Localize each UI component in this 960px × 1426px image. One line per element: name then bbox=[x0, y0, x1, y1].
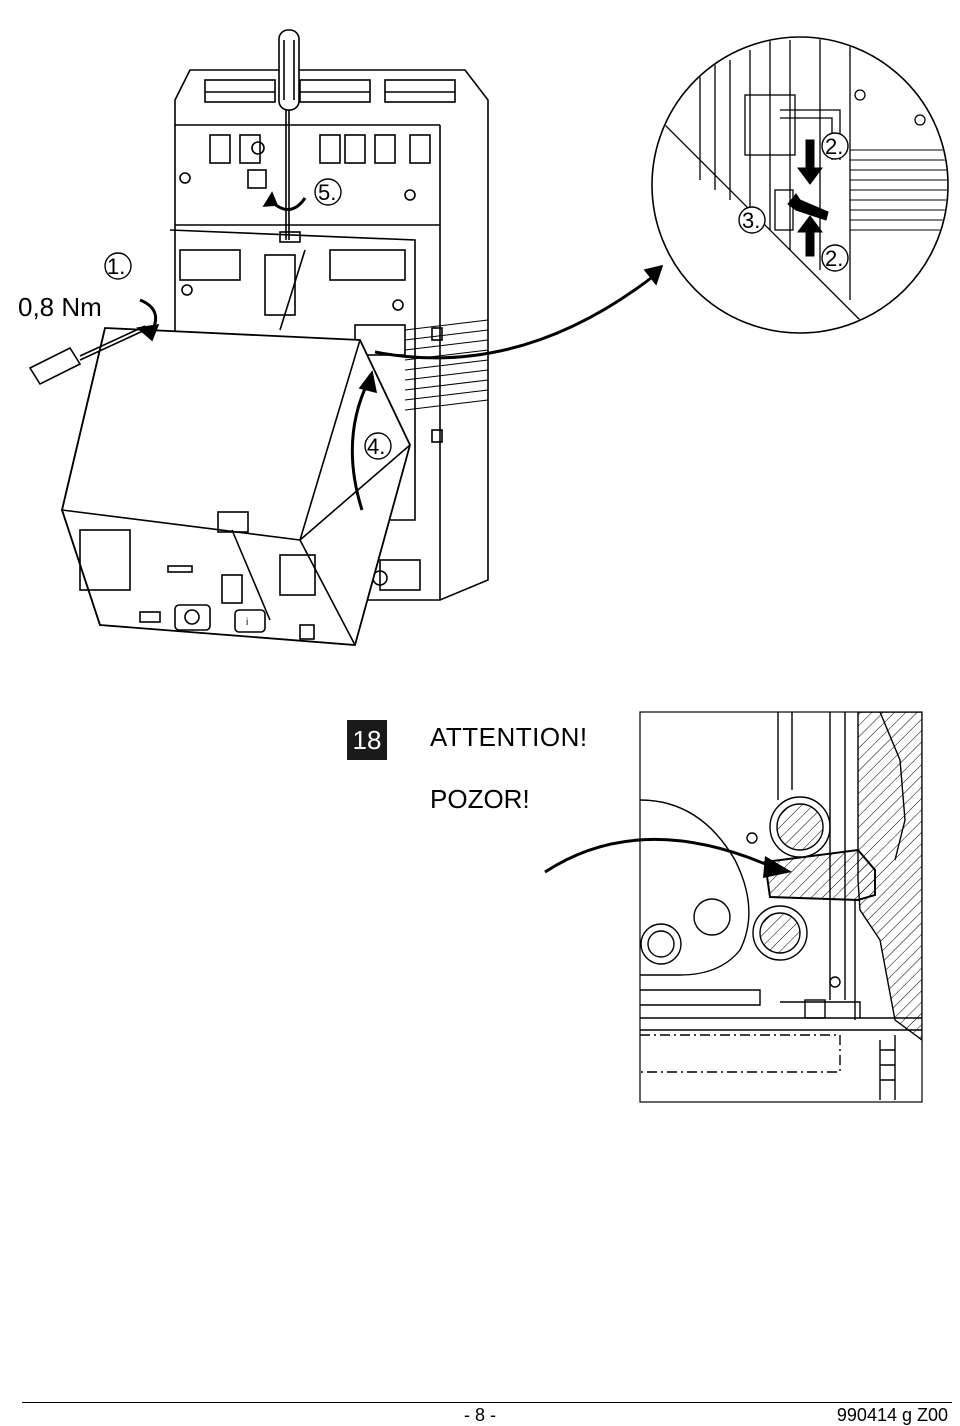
document-code: 990414 g Z00 bbox=[836, 1405, 948, 1425]
step-4-label: 4. bbox=[367, 434, 386, 459]
page-number: - 8 - bbox=[463, 1405, 496, 1425]
svg-text:i: i bbox=[246, 617, 248, 628]
step-2b-label: 2. bbox=[825, 246, 844, 271]
step-5-label: 5. bbox=[318, 180, 337, 205]
step-3-label: 3. bbox=[742, 208, 761, 233]
torque-label: 0,8 Nm bbox=[18, 292, 102, 322]
step-2-label: 2. bbox=[825, 134, 844, 159]
figure-number-badge: 18 bbox=[347, 720, 387, 760]
footer-rule bbox=[22, 1402, 952, 1403]
assembly-drawing: i bbox=[28, 29, 949, 646]
step-1-label: 1. bbox=[107, 254, 126, 279]
attention-heading: ATTENTION! bbox=[430, 722, 588, 752]
pozor-heading: POZOR! bbox=[430, 784, 530, 814]
